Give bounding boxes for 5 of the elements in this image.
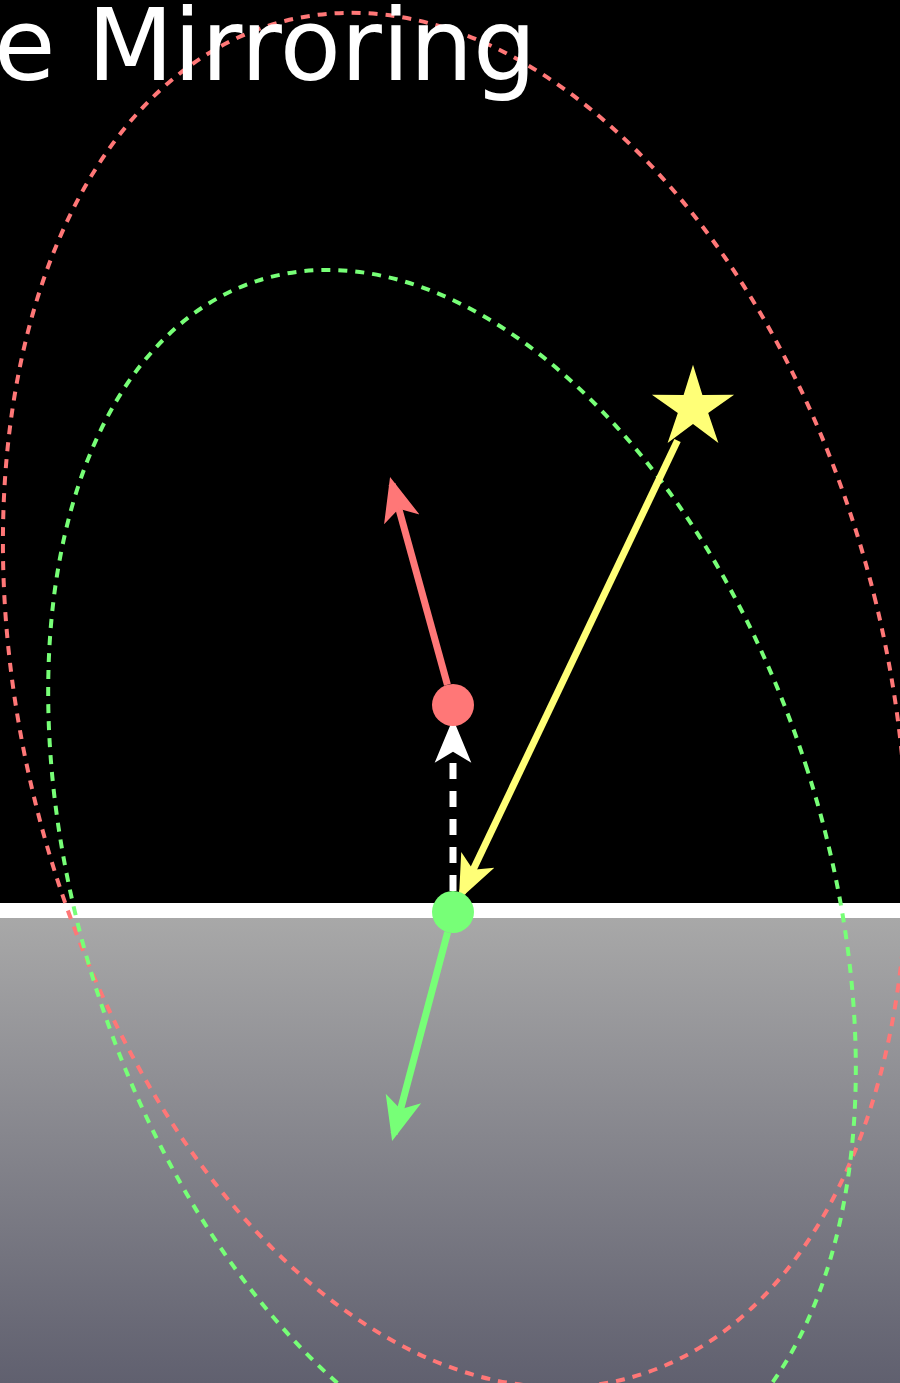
arrow [385,931,451,1142]
dot [432,891,474,933]
dot [432,684,474,726]
star-icon [651,364,735,443]
arrow [384,476,451,686]
